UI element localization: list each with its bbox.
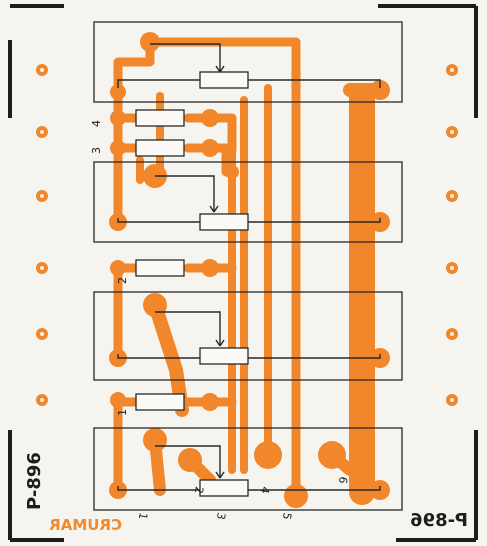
module-outline [93, 161, 403, 243]
code-mirrored: P-896 [410, 510, 468, 531]
potentiometer [199, 347, 249, 365]
pad [201, 259, 219, 277]
pad [254, 441, 282, 469]
label-2: 2 [116, 277, 129, 284]
mounting-hole [446, 328, 458, 340]
bottom-label-1: 1 [136, 511, 150, 520]
resistor-1 [135, 393, 185, 411]
potentiometers [199, 71, 249, 497]
mounting-hole [36, 126, 48, 138]
crop-marks [8, 4, 478, 542]
pad [201, 393, 219, 411]
pad [178, 448, 202, 472]
mounting-hole [446, 262, 458, 274]
pad [225, 165, 239, 179]
code-mirrored-text: P-896 [410, 510, 468, 531]
board-code: P-896 [24, 452, 45, 510]
mounting-hole [36, 328, 48, 340]
pad [110, 140, 126, 156]
resistor-4 [135, 109, 185, 127]
module-outlines [93, 21, 403, 511]
pad [370, 80, 390, 100]
bottom-label-6: 6 [336, 475, 350, 484]
mounting-hole [446, 394, 458, 406]
resistor-2 [135, 259, 185, 277]
resistors [135, 109, 185, 411]
pad [143, 293, 167, 317]
mounting-hole [36, 394, 48, 406]
potentiometer [199, 479, 249, 497]
pin-labels-bottom: 1 3 5 6 2 4 [136, 475, 350, 520]
mounting-hole [446, 64, 458, 76]
mounting-hole [446, 190, 458, 202]
label-3: 3 [90, 147, 103, 154]
brand-mirrored: CRUMAR [49, 516, 122, 534]
pad [110, 392, 126, 408]
mounting-hole [36, 64, 48, 76]
pot-wiring [117, 43, 381, 491]
label-1: 1 [116, 409, 129, 416]
pad [143, 428, 167, 452]
potentiometer [199, 71, 249, 89]
trace-label-2: 2 [192, 485, 206, 494]
bottom-label-5: 5 [280, 511, 294, 520]
trace-label-4: 4 [258, 485, 272, 494]
pin-labels-left: 4 3 2 1 [90, 120, 129, 416]
pad [110, 84, 126, 100]
label-4: 4 [90, 120, 103, 127]
resistor-3 [135, 139, 185, 157]
mounting-hole [36, 190, 48, 202]
pad [284, 484, 308, 508]
mounting-holes [36, 64, 458, 406]
trace-top-loop [145, 37, 301, 501]
bottom-label-3: 3 [214, 511, 228, 520]
mounting-hole [36, 262, 48, 274]
copper-pads [109, 32, 390, 508]
mounting-hole [446, 126, 458, 138]
module-outline [93, 21, 403, 103]
pad [201, 109, 219, 127]
pad [110, 260, 126, 276]
module-outline [93, 291, 403, 381]
brand-text: CRUMAR [49, 516, 122, 534]
pad [140, 32, 160, 52]
potentiometer [199, 213, 249, 231]
pad [110, 110, 126, 126]
pad [201, 139, 219, 157]
module-outline [93, 427, 403, 511]
pad [318, 441, 346, 469]
